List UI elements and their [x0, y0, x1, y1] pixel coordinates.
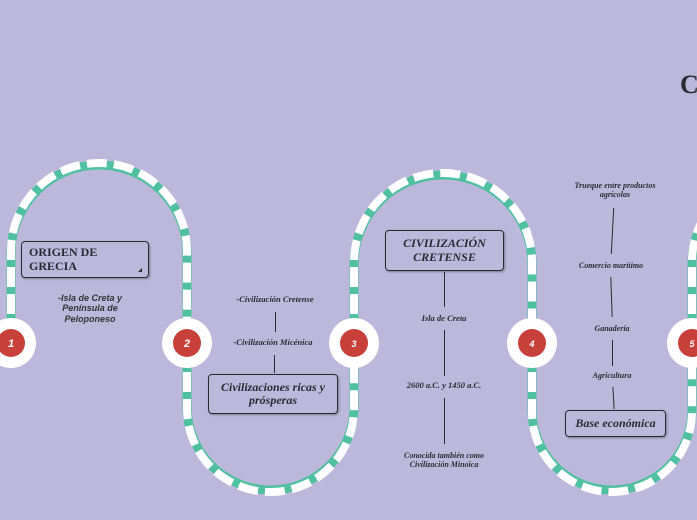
node-number: 5: [689, 339, 695, 349]
origen-grecia-heading: ORIGEN DE GRECIA: [29, 245, 98, 273]
node-dot: [173, 329, 201, 357]
resize-handle-icon[interactable]: [138, 268, 142, 272]
civ-micenica-item: -Civilización Micénica: [233, 337, 313, 347]
track-dashes: [350, 169, 536, 341]
connector-line: [275, 312, 277, 332]
title-fragment: C: [680, 70, 697, 99]
node-number: 1: [8, 338, 14, 350]
civilizaciones-heading: Civilizaciones ricas y prósperas: [221, 379, 325, 407]
origen-grecia-box[interactable]: ORIGEN DE GRECIA: [21, 241, 149, 278]
node-number: 3: [351, 339, 356, 349]
base-economica-heading: Base económica: [575, 415, 656, 430]
track-dashes: [528, 345, 696, 496]
civ-cretense-box[interactable]: CIVILIZACIÓN CRETENSE: [385, 230, 504, 271]
comercio-item: Comercio marítimo: [578, 261, 644, 270]
node-number: 4: [528, 339, 534, 349]
timeline-node-4[interactable]: 4: [507, 318, 557, 368]
node-dot: [0, 329, 25, 357]
connector-line: [274, 355, 276, 373]
timeline-node-2[interactable]: 2: [162, 318, 212, 368]
civ-cretense-heading: CIVILIZACIÓN CRETENSE: [403, 236, 486, 264]
origen-grecia-detail: -Isla de Creta y Península de Peloponeso: [57, 293, 123, 324]
civilizaciones-box[interactable]: Civilizaciones ricas y prósperas: [208, 374, 338, 414]
node-dot: [518, 329, 546, 357]
timeline-node-3[interactable]: 3: [329, 318, 379, 368]
connector-line: [444, 398, 446, 444]
connector-line: [444, 272, 446, 307]
node-dot: [340, 329, 368, 357]
timeline-node-1[interactable]: 1: [0, 318, 36, 368]
fechas-item: 2600 a.C. y 1450 a.C.: [406, 380, 482, 390]
connector-line: [612, 340, 614, 366]
ganaderia-item: Ganadería: [594, 324, 630, 333]
timeline-node-5[interactable]: 5: [667, 318, 697, 368]
track-dashes: [7, 159, 191, 341]
isla-creta-item: Isla de Creta: [421, 313, 467, 323]
agricultura-item: Agricultura: [592, 371, 632, 380]
trueque-item: Trueque entre productos agrícolas: [574, 181, 656, 200]
node-number: 2: [183, 338, 190, 350]
base-economica-box[interactable]: Base económica: [565, 410, 666, 437]
connector-line: [444, 330, 446, 376]
node-dot: [678, 329, 697, 357]
track-dashes: [183, 345, 358, 496]
minoica-item: Conocida también como Civilización Minoi…: [404, 451, 484, 470]
civ-cretense-item: -Civilización Cretense: [236, 294, 314, 304]
